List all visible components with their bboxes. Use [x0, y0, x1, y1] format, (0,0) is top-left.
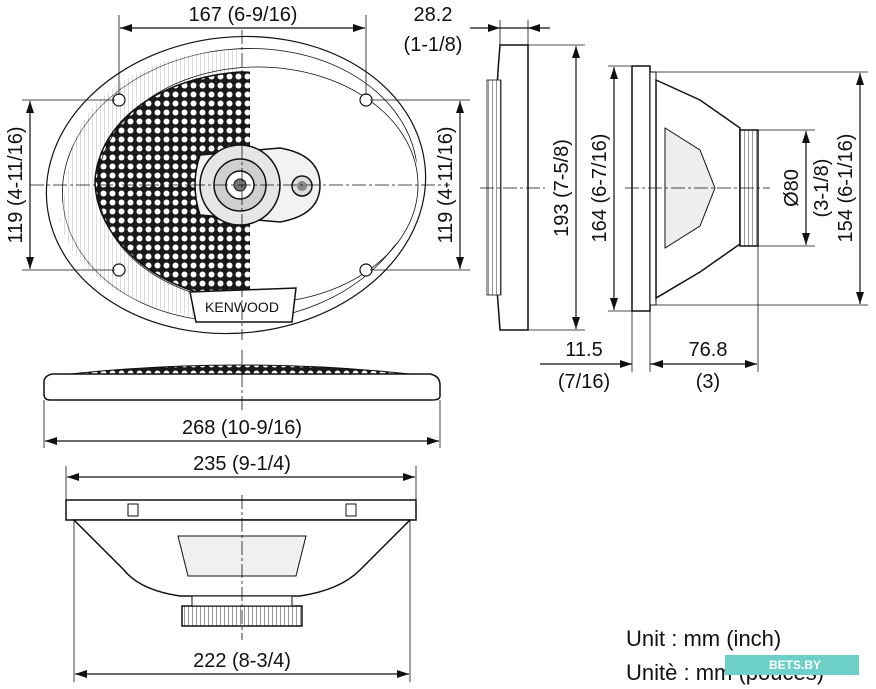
- side-view: 164 (6-7/16) Ø80 (3-1/8) 154 (6-1/16) 11…: [540, 65, 868, 393]
- front-view: KENWOOD: [30, 30, 450, 340]
- dim-label-magnet-dia-inch: (3-1/8): [811, 159, 833, 218]
- unit-label: Unit : mm (inch): [626, 626, 781, 651]
- dim-label-magnet-dia: Ø80: [781, 169, 803, 207]
- dim-label-mount-depth-inch: (3): [696, 371, 720, 393]
- side-profile-view: 28.2 (1-1/8) 193 (7-5/8): [404, 4, 585, 331]
- dim-left-height: 119 (4-11/16): [5, 99, 115, 271]
- dim-top-width: 167 (6-9/16): [118, 4, 367, 95]
- dim-label-overall-width: 268 (10-9/16): [182, 417, 302, 439]
- top-edge-view: 268 (10-9/16): [43, 350, 441, 448]
- dim-label-mount-depth: 76.8: [689, 339, 728, 361]
- dim-label-flange-inch: (7/16): [558, 371, 610, 393]
- dim-label-side-height: 193 (7-5/8): [551, 139, 573, 237]
- dim-label-top-width: 167 (6-9/16): [189, 4, 298, 26]
- dim-label-left-height: 119 (4-11/16): [5, 126, 27, 243]
- dim-label-flange: 11.5: [565, 339, 602, 361]
- watermark: BETS.BY: [725, 655, 859, 675]
- dim-label-depth-inch: (1-1/8): [404, 34, 463, 56]
- dim-label-mount-width: 235 (9-1/4): [193, 453, 291, 475]
- dim-right-height: 119 (4-11/16): [370, 99, 470, 271]
- bottom-view: 235 (9-1/4) 222 (8-3/4): [65, 453, 417, 682]
- dim-label-mount-height: 164 (6-7/16): [589, 134, 611, 243]
- mount-screws: [112, 93, 373, 277]
- dim-label-right-height: 119 (4-11/16): [435, 126, 457, 243]
- dim-label-depth: 28.2: [414, 4, 453, 26]
- dim-label-cutout-width: 222 (8-3/4): [193, 650, 291, 672]
- dim-label-cutout-height: 154 (6-1/16): [835, 134, 857, 243]
